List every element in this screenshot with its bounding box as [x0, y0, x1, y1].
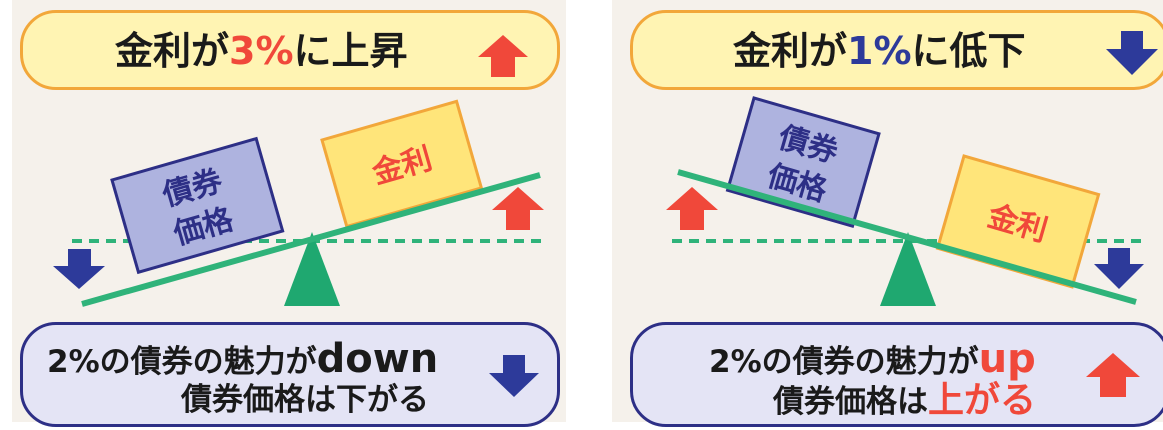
right-seesaw: 債券 価格 金利 — [666, 96, 1147, 306]
right-footer-line2-part1: 債券価格は — [773, 384, 928, 420]
left-footer-line2: 債券価格は下がる — [181, 382, 429, 418]
left-header-part1: 金利が — [115, 29, 230, 73]
left-seesaw: 債券 価格 金利 — [53, 99, 544, 307]
right-header-part1: 金利が — [733, 29, 848, 73]
left-fulcrum — [284, 232, 340, 306]
right-footer: 2%の債券の魅力がup 債券価格は上がる — [630, 322, 1163, 427]
left-side-blue-down-arrow-icon — [53, 249, 105, 289]
left-side-red-up-arrow-icon — [492, 187, 544, 230]
right-header-part3: に低下 — [911, 29, 1026, 73]
left-footer-down: down — [316, 336, 439, 382]
right-side-blue-down-arrow-icon — [1094, 248, 1144, 289]
left-panel: 金利が3%に上昇 債券 価格 金利 2%の債券の魅力がdown 債券価格は下がる — [12, 0, 566, 427]
left-header: 金利が3%に上昇 — [20, 10, 560, 90]
right-footer-line2: 債券価格は上がる — [773, 383, 1036, 419]
left-bond-box: 債券 価格 — [110, 136, 285, 275]
left-footer-line1-part1: 2%の債券の魅力が — [47, 344, 317, 380]
right-footer-up: up — [978, 336, 1036, 382]
right-header-rate: 1% — [847, 29, 912, 73]
right-header-arrow-icon — [1106, 31, 1158, 75]
left-header-rate: 3% — [229, 29, 294, 73]
left-seesaw-beam — [81, 172, 541, 307]
right-footer-rise: 上がる — [928, 380, 1037, 421]
right-header: 金利が1%に低下 — [630, 10, 1163, 90]
right-header-text: 金利が1%に低下 — [733, 32, 1026, 70]
left-rate-box: 金利 — [320, 99, 484, 229]
left-footer: 2%の債券の魅力がdown 債券価格は下がる — [20, 322, 560, 427]
left-header-part3: に上昇 — [293, 29, 408, 73]
left-header-text: 金利が3%に上昇 — [115, 32, 408, 70]
right-footer-arrow-icon — [1086, 353, 1140, 397]
left-footer-arrow-icon — [489, 355, 539, 397]
right-fulcrum — [880, 232, 936, 306]
left-header-arrow-icon — [478, 35, 528, 77]
right-panel: 金利が1%に低下 債券 価格 金利 2%の債券の魅力がup 債券価格は上がる — [612, 0, 1163, 427]
right-footer-line1: 2%の債券の魅力がup — [709, 339, 1036, 379]
left-footer-line1: 2%の債券の魅力がdown — [47, 339, 438, 379]
right-seesaw-beam — [677, 169, 1137, 305]
right-side-red-up-arrow-icon — [666, 187, 718, 230]
right-footer-line1-part1: 2%の債券の魅力が — [709, 344, 979, 380]
